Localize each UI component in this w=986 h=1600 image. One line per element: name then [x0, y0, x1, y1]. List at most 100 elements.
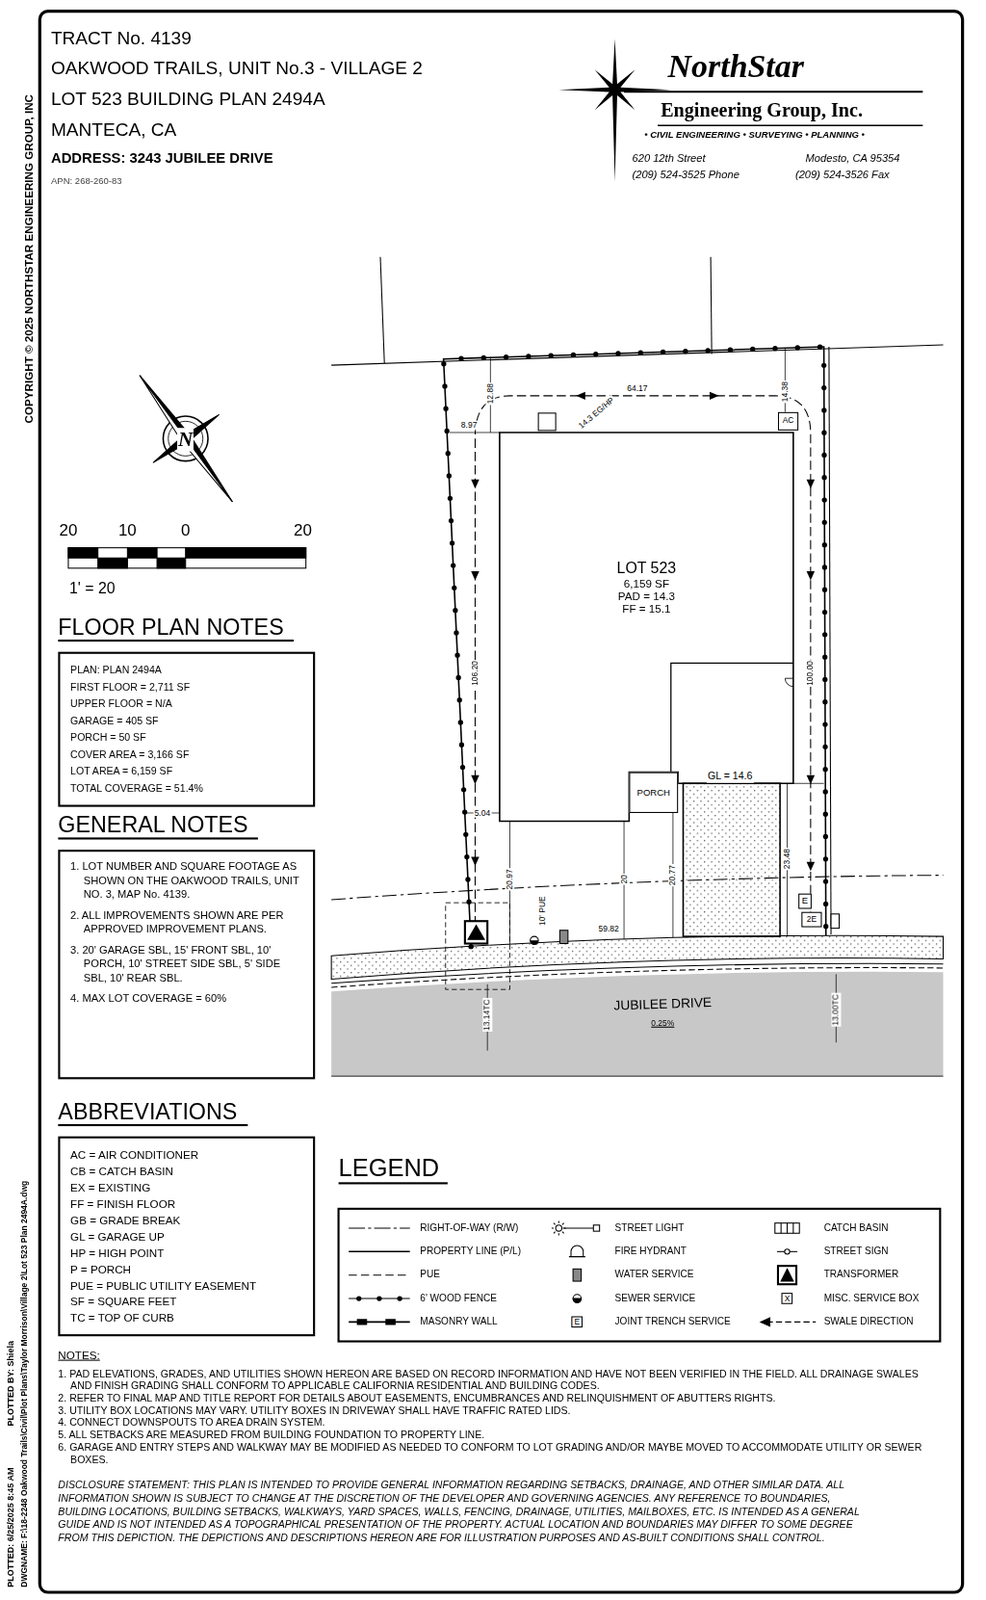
sewer-service — [530, 939, 539, 944]
legend-heading: LEGEND — [338, 1153, 448, 1184]
legend-line-sample — [348, 1250, 411, 1253]
note-line: PORCH = 50 SF — [70, 728, 303, 746]
legend-symbol — [593, 1224, 599, 1231]
legend-entry: FIRE HYDRANT — [615, 1245, 687, 1258]
text-holder: 1' = 20 — [69, 578, 116, 597]
legend-text: JOINT TRENCH SERVICE — [615, 1316, 731, 1328]
notes-block: NOTES:1. PAD ELEVATIONS, GRADES, AND UTI… — [57, 1348, 934, 1544]
north-arrow — [139, 375, 233, 502]
legend-symbol — [572, 1297, 581, 1302]
scale-text: 1' = 20 — [69, 578, 116, 597]
note-line: TC = TOP OF CURB — [70, 1309, 303, 1326]
note-line: UPPER FLOOR = N/A — [70, 696, 303, 713]
property-fence — [443, 346, 827, 947]
house-footprint — [784, 677, 793, 686]
street — [331, 971, 943, 1076]
text-holder: 12.88 — [485, 382, 495, 405]
text-holder: PLOTTED BY: Shiela — [5, 1340, 16, 1426]
note-line: GL = GARAGE UP — [70, 1227, 303, 1245]
legend-entry: STREET LIGHT — [615, 1221, 685, 1234]
lot-data-block: LOT 5236,159 SFPAD = 14.3FF = 15.1 — [499, 548, 794, 626]
legend-text: CATCH BASIN — [824, 1221, 889, 1234]
legend-symbol — [780, 1222, 794, 1234]
legend-entry: MASONRY WALL — [419, 1316, 497, 1328]
abbreviations-box: ABBREVIATIONSAC = AIR CONDITIONERCB = CA… — [57, 1097, 315, 1336]
note-line: CB = CATCH BASIN — [70, 1163, 303, 1180]
company-address: 620 12th Street — [632, 152, 706, 165]
equipment-pad: AC — [778, 412, 799, 431]
transformer — [465, 920, 488, 943]
legend-frame — [338, 1208, 941, 1342]
title-line: TRACT No. 4139 — [51, 27, 192, 50]
legend-entry: PROPERTY LINE (P/L) — [419, 1245, 521, 1258]
text-holder: E — [570, 1315, 583, 1327]
house-footprint — [499, 413, 794, 936]
node-text: AC — [782, 415, 795, 426]
dimension-label: 23.48 — [782, 847, 793, 870]
easement-label: 10' PUE — [537, 894, 547, 927]
scale-bar — [127, 547, 157, 559]
property-fence — [443, 346, 831, 947]
scale-number: 10 — [118, 520, 137, 540]
plot-stamp: PLOTTED BY: Shiela — [5, 1340, 16, 1426]
text-holder: 20.97 — [505, 867, 516, 890]
note-text: 5. ALL SETBACKS ARE MEASURED FROM BUILDI… — [57, 1427, 934, 1441]
scale-bar — [68, 547, 99, 559]
swale-arrow — [806, 861, 815, 872]
text-holder: ADDRESS: 3243 JUBILEE DRIVE — [51, 150, 274, 167]
title-line: MANTECA, CA — [51, 119, 177, 141]
text-holder: 13.00TC — [830, 992, 841, 1027]
note-line: 1. LOT NUMBER AND SQUARE FOOTAGE AS SHOW… — [70, 859, 303, 902]
company-logo-text: NorthStar — [668, 48, 805, 86]
text-holder: (209) 524-3525 Phone — [632, 168, 740, 182]
swale-path — [474, 395, 810, 938]
note-line: GARAGE = 405 SF — [70, 712, 303, 729]
legend-entry: 6' WOOD FENCE — [419, 1292, 497, 1304]
grade-label: GL = 14.6 — [706, 770, 754, 782]
legend-symbol — [784, 1248, 790, 1254]
north-letter: N — [177, 427, 194, 451]
text-holder: 64.17 — [625, 384, 649, 394]
legend-entry: MISC. SERVICE BOX — [824, 1292, 920, 1304]
text-holder: 14.38 — [780, 380, 791, 403]
street-slope: 0.25% — [650, 1017, 675, 1028]
note-line: 3. 20' GARAGE SBL, 15' FRONT SBL, 10' PO… — [70, 942, 303, 985]
text-holder: TRACT No. 4139 — [51, 27, 192, 50]
swale-path — [474, 395, 810, 938]
legend-symbol — [572, 1268, 581, 1281]
sheet-border — [39, 11, 962, 1592]
swale-arrow — [470, 570, 479, 581]
house-footprint — [682, 782, 780, 936]
swale-arrow — [470, 856, 479, 867]
floor-plan-notes-box: FLOOR PLAN NOTESPLAN: PLAN 2494AFIRST FL… — [57, 613, 315, 806]
logo-rule — [623, 91, 923, 126]
north-arrow — [139, 375, 233, 502]
node-text: 2E — [806, 914, 817, 925]
scale-bar — [156, 557, 186, 569]
note-line: PUE = PUBLIC UTILITY EASEMENT — [70, 1276, 303, 1294]
north-arrow — [153, 414, 220, 463]
scale-bar — [68, 547, 307, 569]
swale-arrow — [575, 391, 586, 400]
node-text: PAD = 14.3 — [618, 589, 675, 602]
adjacent-lot-lines — [331, 257, 943, 365]
text-holder: DWGNAME: F:\18-2248 Oakwood Trails\Civil… — [19, 1180, 29, 1587]
plot-stamp: PLOTTED: 6/25/2025 8:45 AM — [5, 1466, 16, 1586]
notes-heading: NOTES: — [57, 1348, 934, 1361]
dimension-label: 20.97 — [505, 867, 516, 890]
street — [331, 962, 943, 984]
text-holder: 14.3 EG/HP — [575, 394, 618, 432]
sewer-service — [530, 935, 539, 944]
swale-arrow — [470, 479, 479, 490]
logo-rule — [623, 90, 923, 93]
house-footprint — [671, 662, 794, 772]
company-address: Modesto, CA 95354 — [805, 152, 901, 165]
text-holder: Modesto, CA 95354 — [805, 152, 901, 165]
text-holder: X — [780, 1292, 793, 1304]
legend-entry: JOINT TRENCH SERVICE — [615, 1316, 731, 1328]
adjacent-lot-lines — [331, 344, 943, 365]
apn-line: APN: 268-260-83 — [51, 175, 123, 186]
scale-number: 20 — [59, 520, 78, 540]
legend-text: PROPERTY LINE (P/L) — [419, 1245, 521, 1258]
